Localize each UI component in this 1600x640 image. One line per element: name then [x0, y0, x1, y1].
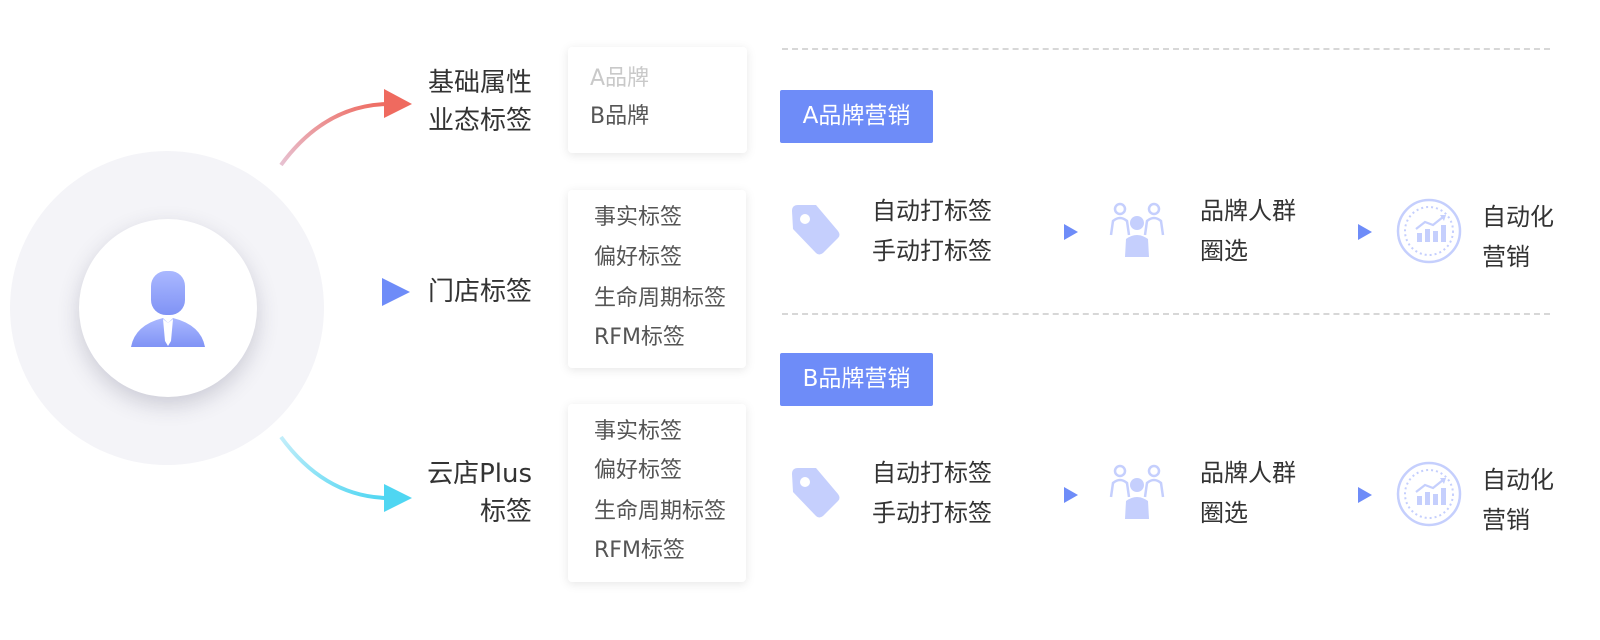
tag-icon	[792, 205, 840, 255]
step-line: 圈选	[1200, 499, 1248, 527]
list-item: B品牌	[590, 104, 650, 129]
source-label-line: 基础属性	[427, 68, 532, 98]
list-item: 生命周期标签	[594, 499, 727, 524]
arrow-to-basic-attrs	[279, 102, 389, 167]
step-line: 品牌人群	[1200, 197, 1296, 225]
list-item: RFM标签	[594, 538, 685, 563]
list-item: RFM标签	[594, 325, 685, 350]
step-line: 自动打标签	[872, 459, 992, 487]
group-icon	[1109, 202, 1165, 257]
divider-middle	[782, 313, 1550, 315]
avatar	[79, 219, 257, 397]
source-label-line: 云店Plus	[427, 459, 532, 489]
flow-arrow	[1018, 224, 1078, 240]
brand-b-step-automation: 自动化 营销	[1482, 460, 1554, 540]
cloud-tags-card: 事实标签 偏好标签 生命周期标签 RFM标签	[568, 404, 746, 582]
flow-arrow	[1018, 487, 1078, 503]
step-line: 自动打标签	[872, 197, 992, 225]
brand-a-step-crowd: 品牌人群 圈选	[1200, 191, 1296, 271]
chart-badge-icon	[1396, 198, 1462, 264]
list-item: 偏好标签	[594, 245, 683, 270]
step-line: 品牌人群	[1200, 459, 1296, 487]
source-label-line: 业态标签	[427, 106, 532, 136]
brand-a-step-tagging: 自动打标签 手动打标签	[872, 191, 992, 271]
step-line: 手动打标签	[872, 499, 992, 527]
source-label-cloud: 云店Plus 标签	[427, 455, 532, 531]
arrowhead-cloud-tags	[384, 484, 412, 512]
step-line: 营销	[1482, 243, 1530, 271]
step-line: 自动化	[1482, 203, 1554, 231]
divider-top	[782, 48, 1550, 50]
arrow-to-cloud-tags	[279, 435, 389, 500]
step-line: 自动化	[1482, 466, 1554, 494]
brand-b-step-crowd: 品牌人群 圈选	[1200, 453, 1296, 533]
arrowhead-basic-attrs	[384, 89, 412, 118]
step-line: 手动打标签	[872, 237, 992, 265]
list-item: 偏好标签	[594, 458, 683, 483]
list-item: 事实标签	[594, 205, 683, 230]
brand-a-badge: A品牌营销	[780, 90, 933, 143]
source-label-store: 门店标签	[428, 273, 532, 311]
tag-icon	[792, 468, 840, 518]
arrowhead-store-tags	[382, 278, 410, 306]
brand-b-badge: B品牌营销	[780, 353, 933, 406]
brand-b-step-tagging: 自动打标签 手动打标签	[872, 453, 992, 533]
list-item: 事实标签	[594, 419, 683, 444]
brand-list-card: A品牌 B品牌	[568, 47, 747, 153]
group-icon	[1109, 464, 1165, 519]
list-item: 生命周期标签	[594, 286, 727, 311]
list-item: A品牌	[590, 66, 650, 91]
source-arrows	[279, 89, 412, 512]
store-tags-card: 事实标签 偏好标签 生命周期标签 RFM标签	[568, 190, 746, 368]
flow-arrow	[1312, 487, 1372, 503]
brand-a-step-automation: 自动化 营销	[1482, 197, 1554, 277]
chart-badge-icon	[1396, 461, 1462, 527]
source-label-basic: 基础属性 业态标签	[428, 64, 532, 140]
step-line: 营销	[1482, 506, 1530, 534]
source-label-line: 标签	[479, 497, 532, 527]
user-icon	[131, 271, 205, 347]
flow-arrow	[1312, 224, 1372, 240]
source-label-line: 门店标签	[427, 277, 532, 307]
step-line: 圈选	[1200, 237, 1248, 265]
